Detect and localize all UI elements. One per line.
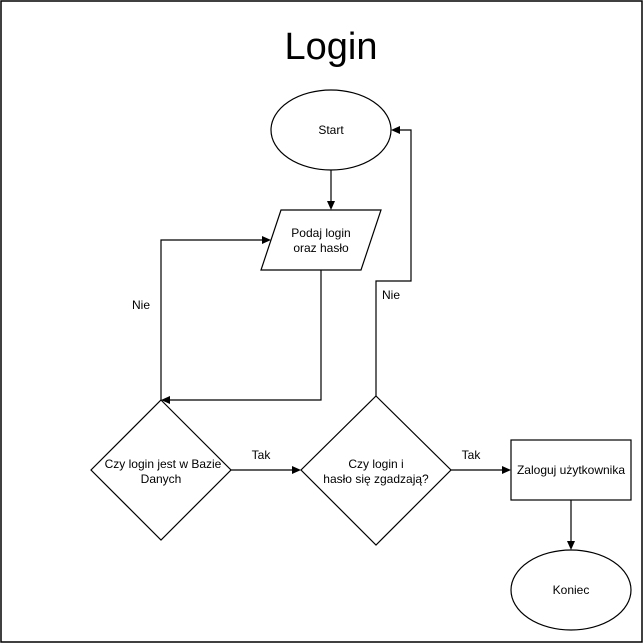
edge-check-pw-no-line: [375, 129, 412, 396]
check-pw-label-line2: hasło się zgadzają?: [323, 472, 429, 486]
check-pw-label-line1: Czy login i: [348, 457, 403, 471]
start-node[interactable]: Start: [270, 89, 392, 171]
edge-start-to-input: [327, 170, 335, 210]
edge-login-user-to-end-arrow: [567, 541, 575, 550]
check-db-decision[interactable]: Czy login jest w Bazie Danych: [90, 399, 232, 541]
input-node[interactable]: Podaj login oraz hasło: [260, 209, 382, 271]
edge-input-to-check-db-line: [168, 270, 322, 401]
edge-check-db-yes-label: Tak: [252, 448, 272, 462]
check-db-diamond: [90, 399, 232, 541]
edge-check-db-no: Nie: [132, 236, 271, 400]
edge-check-pw-yes-arrow: [502, 466, 511, 474]
edge-check-db-no-label: Nie: [132, 298, 150, 312]
login-user-node[interactable]: Zaloguj użytkownika: [510, 439, 632, 501]
end-label: Koniec: [553, 583, 590, 597]
check-db-label-line2: Danych: [141, 472, 182, 486]
diagram-title: Login: [285, 26, 378, 68]
end-node[interactable]: Koniec: [510, 549, 632, 631]
edge-check-pw-no-arrow: [391, 126, 400, 134]
input-label-line1: Podaj login: [291, 226, 350, 240]
edge-check-db-no-arrow: [262, 236, 271, 244]
edge-start-to-input-arrow: [327, 201, 335, 210]
check-pw-diamond: [300, 395, 452, 546]
check-pw-decision[interactable]: Czy login i hasło się zgadzają?: [300, 395, 452, 546]
edge-check-pw-no: Nie: [375, 126, 412, 396]
login-user-label: Zaloguj użytkownika: [517, 463, 625, 477]
start-label: Start: [318, 123, 344, 137]
edge-login-user-to-end: [567, 500, 575, 550]
edge-check-db-yes: Tak: [231, 448, 301, 474]
edge-input-to-check-db-arrow: [161, 396, 170, 404]
edge-check-db-no-line: [160, 239, 264, 400]
check-db-label-line1: Czy login jest w Bazie: [105, 457, 222, 471]
edge-input-to-check-db: [161, 270, 322, 404]
input-label-line2: oraz hasło: [293, 241, 349, 255]
input-parallelogram: [260, 209, 382, 271]
edge-check-pw-no-label: Nie: [382, 288, 400, 302]
edge-check-db-yes-arrow: [292, 466, 301, 474]
edge-check-pw-yes-label: Tak: [462, 448, 482, 462]
edge-check-pw-yes: Tak: [451, 448, 511, 474]
